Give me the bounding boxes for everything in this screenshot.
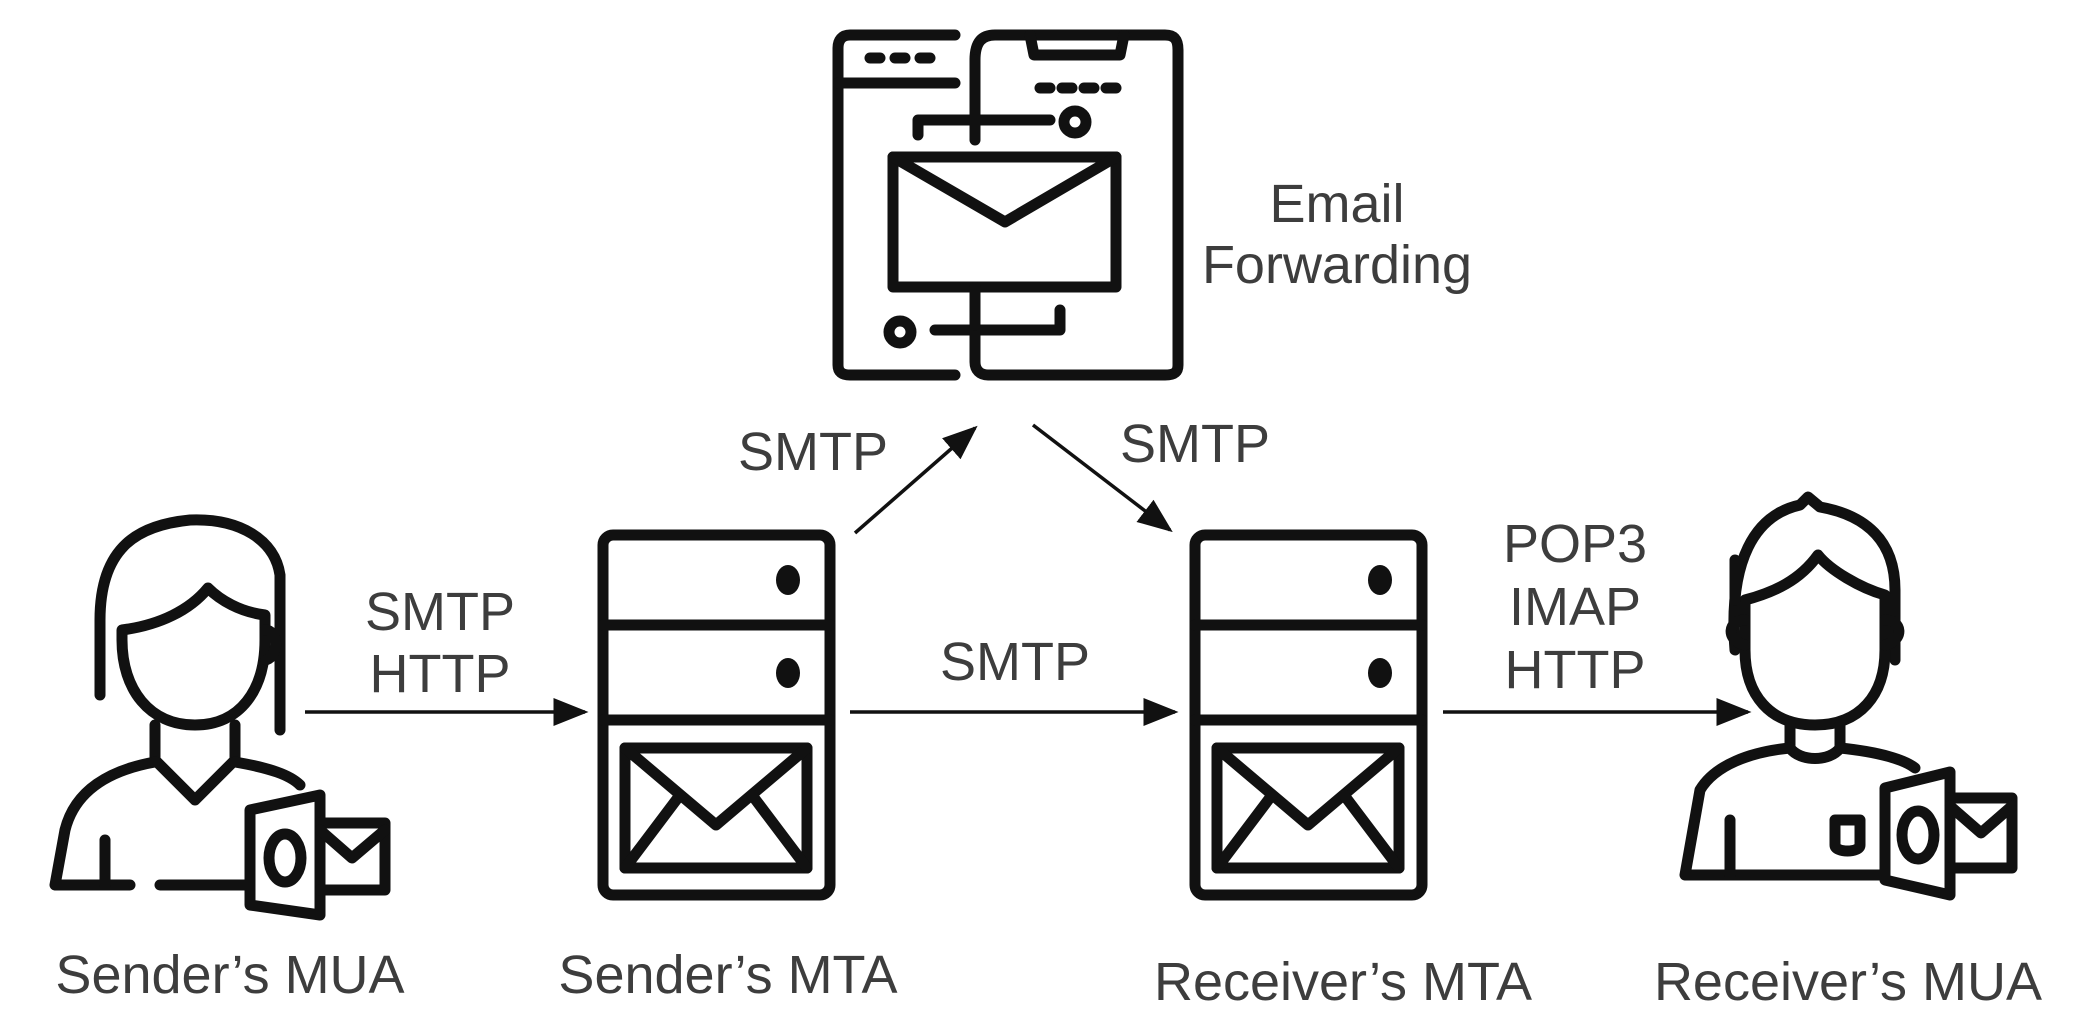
node-label-forwarding: Forwarding xyxy=(1202,235,1472,295)
server-mail-icon xyxy=(597,529,836,901)
protocol-label: SMTP xyxy=(738,422,888,482)
woman-user-icon xyxy=(49,514,391,921)
protocol-label: POP3 xyxy=(1503,514,1647,574)
protocol-label: SMTP xyxy=(365,582,515,642)
protocol-label: IMAP xyxy=(1509,577,1641,637)
forwarding-devices-icon xyxy=(832,29,1184,381)
protocol-label: SMTP xyxy=(1120,414,1270,474)
protocol-label: HTTP xyxy=(370,644,511,704)
protocol-label: SMTP xyxy=(940,632,1090,692)
arrow-mta-to-forwarding xyxy=(853,425,978,535)
node-label-receiver-mua: Receiver’s MUA xyxy=(1654,952,2042,1012)
node-label-sender-mta: Sender’s MTA xyxy=(558,945,897,1005)
node-label-sender-mua: Sender’s MUA xyxy=(55,945,404,1005)
node-label-receiver-mta: Receiver’s MTA xyxy=(1154,952,1532,1012)
server-mail-icon xyxy=(1189,529,1428,901)
arrow-forwarding-to-mta xyxy=(1031,423,1173,533)
protocol-label: HTTP xyxy=(1505,640,1646,700)
node-label-forwarding: Email xyxy=(1269,174,1404,234)
man-user-icon xyxy=(1679,491,2018,901)
